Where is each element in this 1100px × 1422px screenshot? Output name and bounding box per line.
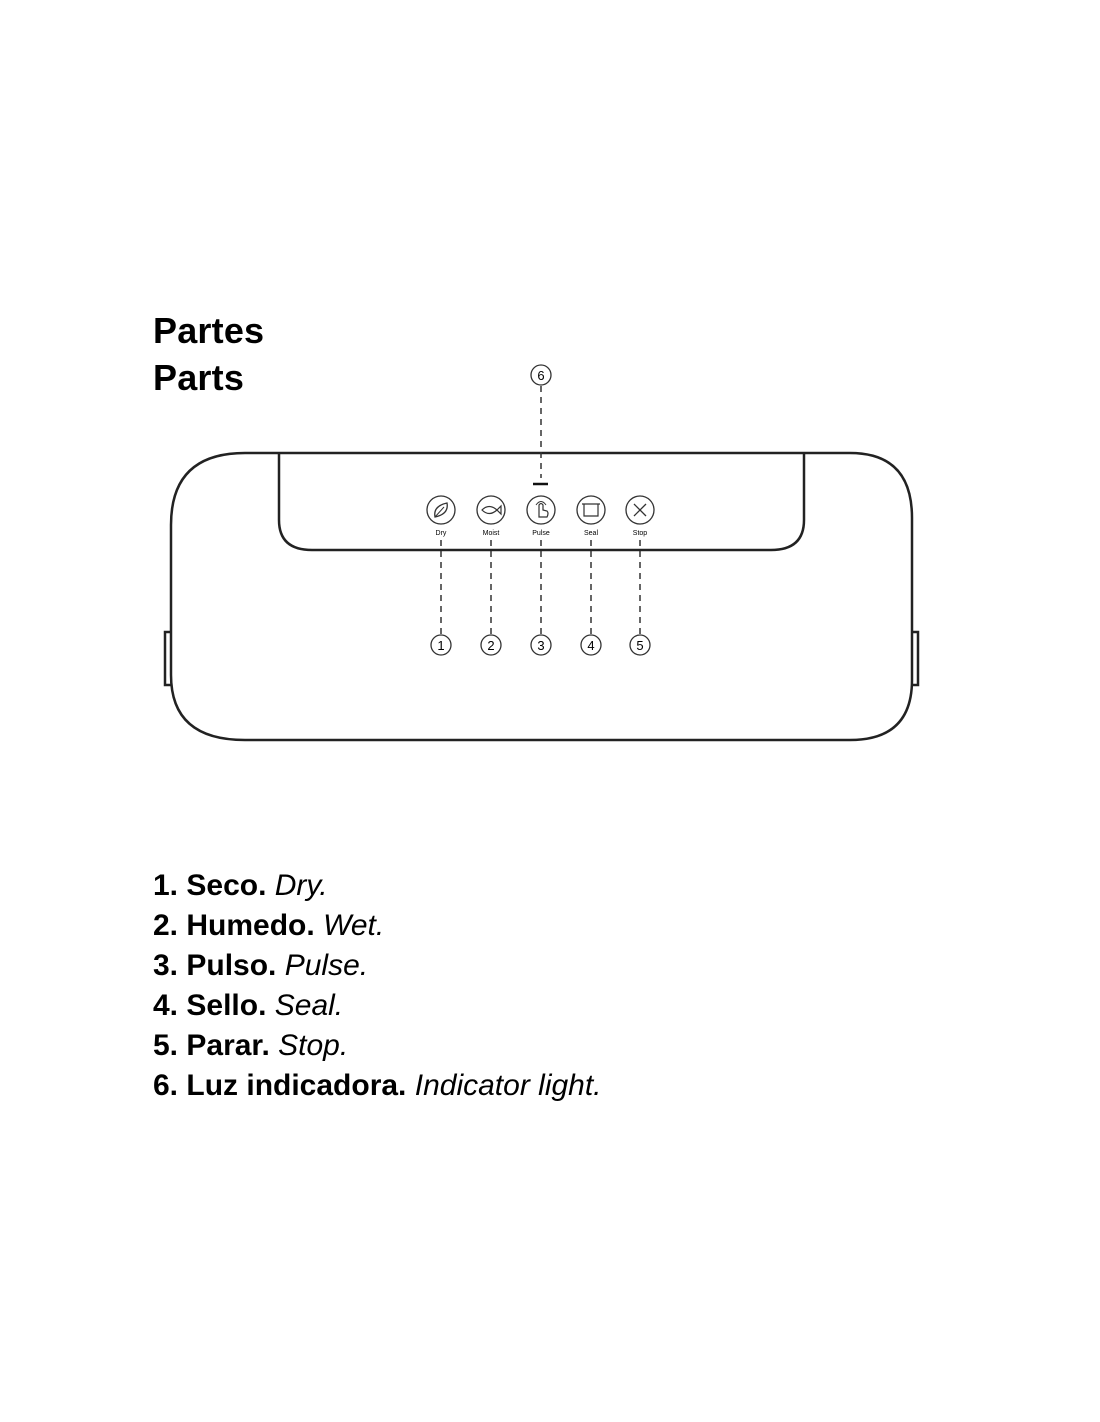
hand-press-icon [535,501,549,518]
pulse-button[interactable]: Pulse [526,495,556,537]
legend-term-es: Seco. [186,869,267,902]
legend-item-pulse: 3. Pulso. Pulse. [153,946,602,986]
callout-1 [430,634,452,656]
seal-button-label: Seal [584,530,598,537]
pulse-button-label: Pulse [532,530,550,537]
legend-term-es: Sello. [186,989,267,1022]
page-title-es: Partes [153,310,265,351]
legend-term-es: Parar. [186,1029,270,1062]
callout-3 [530,634,552,656]
indicator-light: 6 [530,364,552,486]
seal-bar-icon [582,503,600,517]
legend-number: 4. [153,989,179,1022]
stop-button[interactable]: Stop [625,495,655,537]
legend-item-indicator-light: 6. Luz indicadora. Indicator light. [153,1066,602,1106]
callout-1-number: 1 [437,638,444,653]
legend-item-stop: 5. Parar. Stop. [153,1026,602,1066]
legend-number: 6. [153,1069,179,1102]
control-panel [277,453,806,552]
dry-button-label: Dry [436,530,447,537]
legend-number: 2. [153,909,179,942]
callout-4-number: 4 [587,638,594,653]
legend-item-seal: 4. Sello. Seal. [153,986,602,1026]
stop-button-label: Stop [633,530,648,537]
seal-button[interactable]: Seal [576,495,606,537]
legend-term-en: Seal. [274,989,344,1022]
parts-legend: 1. Seco. Dry. 2. Humedo. Wet. 3. Pulso. … [153,866,602,1106]
legend-number: 5. [153,1029,179,1062]
legend-term-en: Wet. [323,909,385,942]
fish-icon [481,504,502,516]
legend-term-en: Dry. [274,869,328,902]
legend-term-es: Humedo. [186,909,315,942]
legend-term-en: Stop. [278,1029,349,1062]
callout-2 [480,634,502,656]
moist-button[interactable]: Moist [476,495,506,537]
callout-4 [580,634,602,656]
dry-button[interactable]: Dry [426,495,456,537]
callout-6 [530,364,552,386]
legend-term-es: Pulso. [186,949,277,982]
legend-number: 1. [153,869,179,902]
legend-item-wet: 2. Humedo. Wet. [153,906,602,946]
right-latch [912,630,920,687]
callout-2-number: 2 [487,638,494,653]
close-icon [633,503,647,517]
callout-5-number: 5 [636,638,643,653]
legend-number: 3. [153,949,179,982]
device-body [169,451,914,742]
callout-3-number: 3 [537,638,544,653]
legend-term-en: Indicator light. [414,1069,602,1102]
legend-item-dry: 1. Seco. Dry. [153,866,602,906]
callout-6-number: 6 [537,368,544,383]
moist-button-label: Moist [483,530,500,537]
page-title-en: Parts [153,357,245,398]
leaf-icon [434,502,448,518]
legend-term-es: Luz indicadora. [186,1069,407,1102]
callout-5 [629,634,651,656]
left-latch [163,630,171,687]
legend-term-en: Pulse. [284,949,369,982]
